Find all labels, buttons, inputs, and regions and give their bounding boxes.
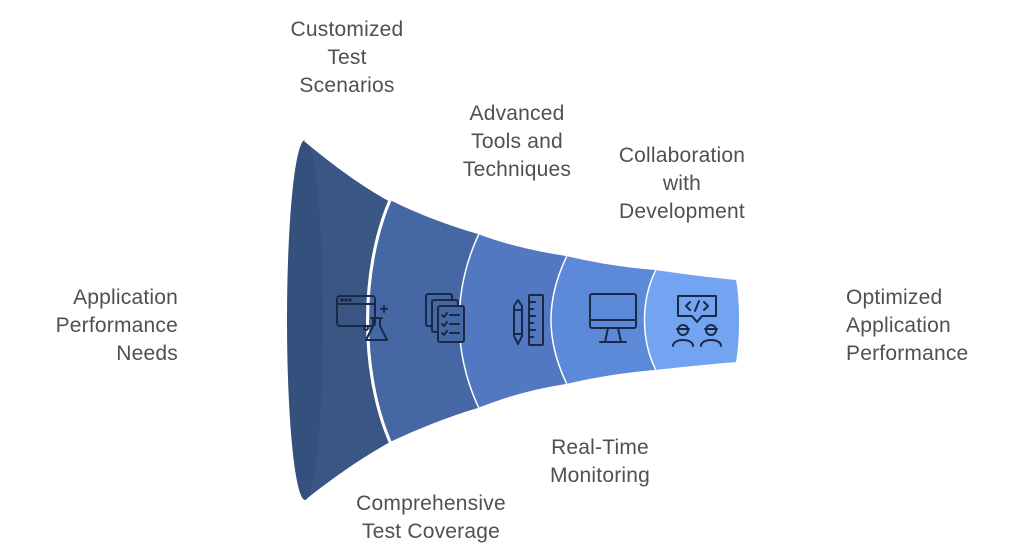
pencil-ruler-icon xyxy=(513,294,544,346)
checklist-documents-icon xyxy=(425,293,465,343)
funnel-stage-3 xyxy=(457,233,566,409)
stage-5-label: Collaboration with Development xyxy=(618,144,746,223)
stage-2-label: Comprehensive Test Coverage xyxy=(356,492,506,543)
input-label: Application Performance Needs xyxy=(55,286,178,365)
output-label: Optimized Application Performance xyxy=(846,286,969,365)
stage-1-label: Customized Test Scenarios xyxy=(290,18,404,97)
funnel-stage-1 xyxy=(287,138,392,500)
developers-code-icon xyxy=(672,295,722,347)
browser-flask-icon xyxy=(336,295,388,341)
monitor-icon xyxy=(589,293,637,343)
funnel-stage-5 xyxy=(642,269,739,371)
stage-4-label: Real-Time Monitoring xyxy=(549,436,651,487)
stage-3-label: Advanced Tools and Techniques xyxy=(462,102,572,181)
